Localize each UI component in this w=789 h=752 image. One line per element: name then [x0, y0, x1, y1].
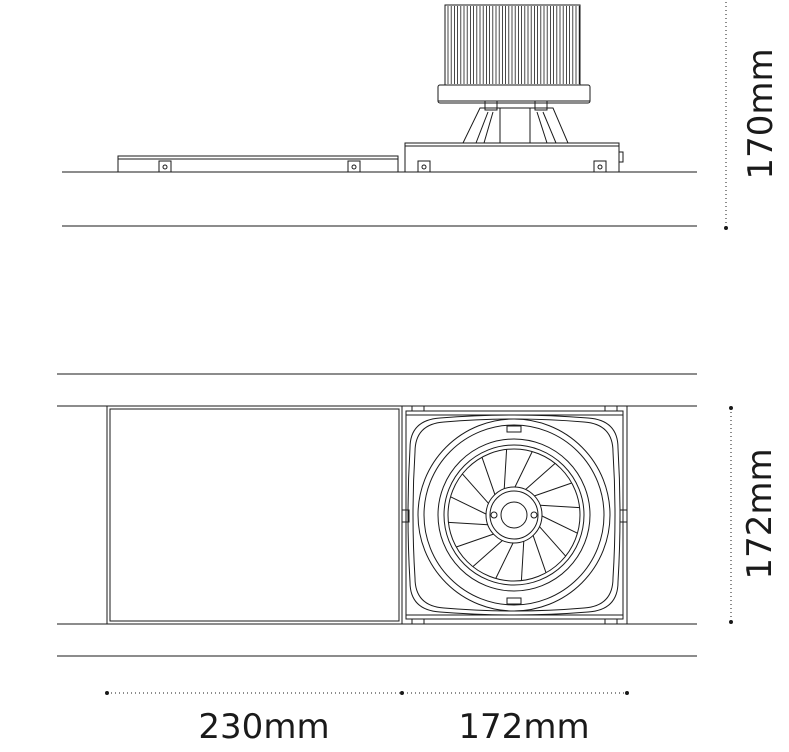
top-view — [57, 373, 697, 657]
height-label-top: 172mm — [740, 448, 780, 579]
lamp-rings-top — [417, 418, 611, 612]
driver-box-top — [106, 405, 403, 625]
gimbal-neck-side — [462, 100, 569, 144]
height-dimension-side — [724, 2, 728, 230]
luminaire-housing-side — [404, 142, 624, 173]
heatsink-fins-side — [444, 4, 581, 86]
reflector-fins-top — [448, 449, 580, 581]
lamp-center-top — [485, 486, 543, 544]
height-dimension-top — [729, 406, 733, 624]
side-view — [62, 4, 697, 227]
heatsink-flange-side — [437, 84, 591, 104]
width-label-lamp: 172mm — [458, 707, 589, 747]
width-dimensions — [105, 691, 629, 695]
driver-box-side — [117, 155, 399, 173]
height-label-side: 170mm — [741, 48, 781, 179]
width-label-housing: 230mm — [198, 707, 329, 747]
lamp-bezel-top — [407, 414, 621, 616]
